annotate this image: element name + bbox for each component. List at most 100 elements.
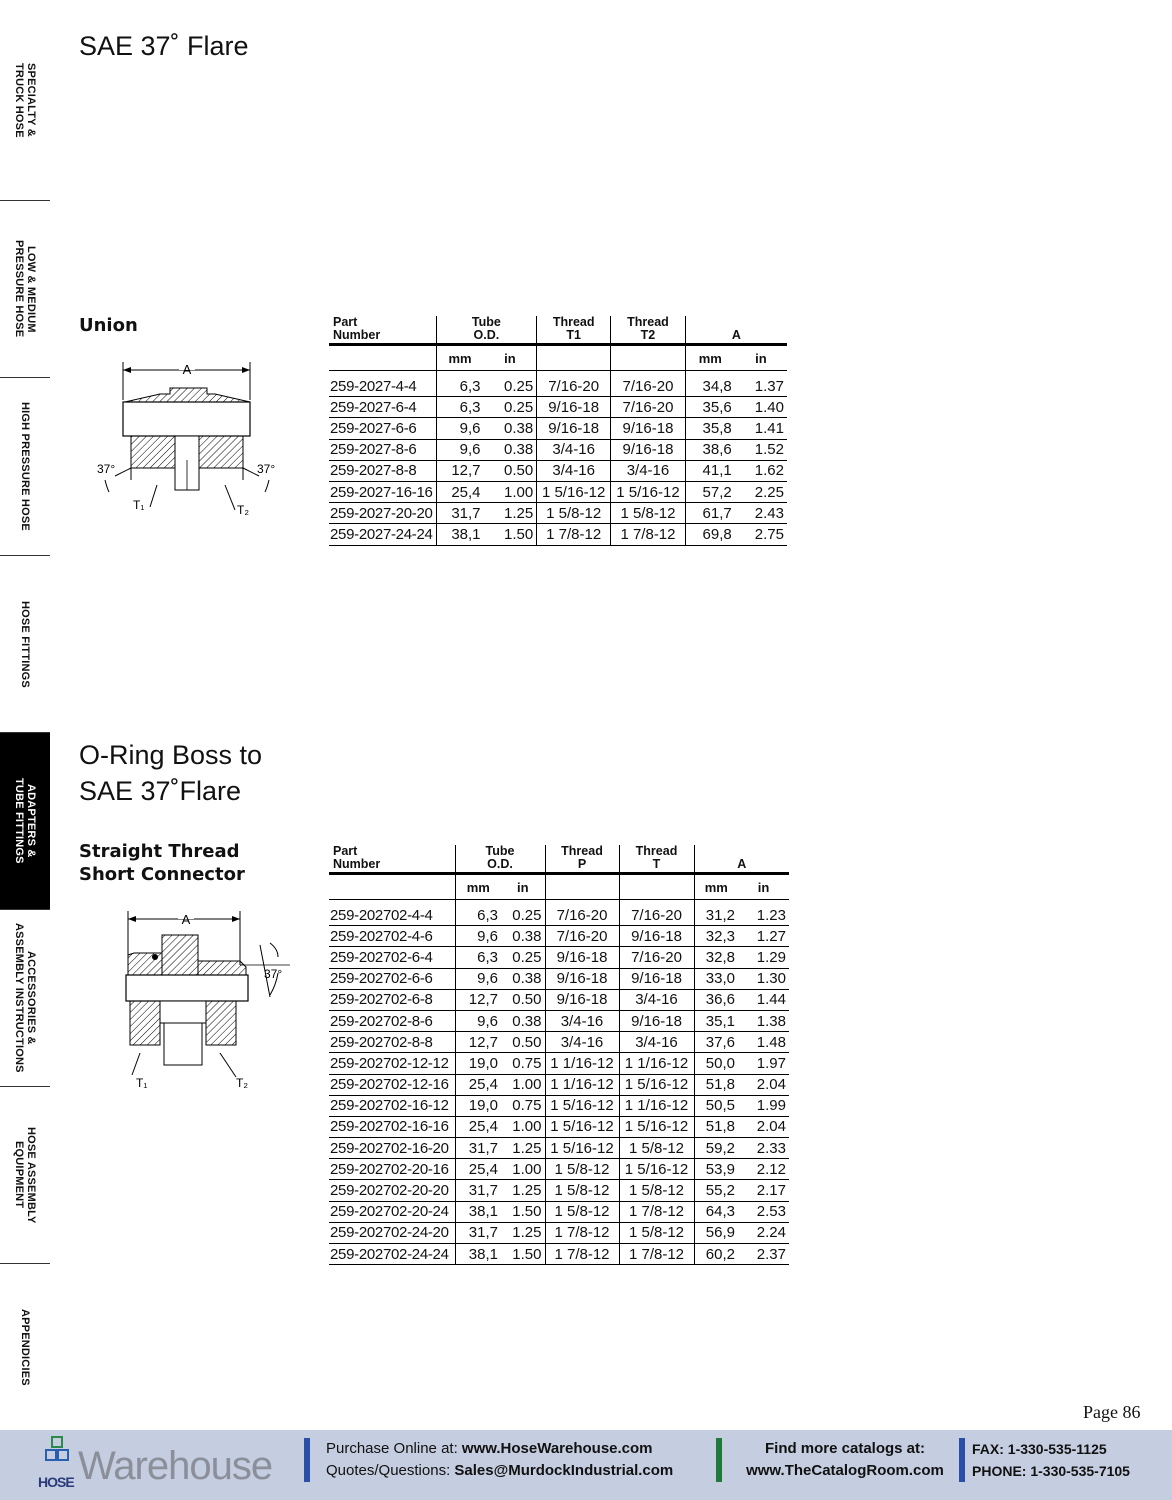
cell-a-in: 2.17 bbox=[738, 1179, 789, 1202]
cell-thread-1: 3/4-16 bbox=[536, 439, 611, 461]
cell-tube-mm: 9,6 bbox=[454, 925, 501, 948]
cell-thread-2: 1 7/8-12 bbox=[618, 1201, 694, 1223]
hose-warehouse-logo[interactable]: HOSE Warehouse bbox=[38, 1434, 288, 1494]
cell-thread-1: 1 5/16-12 bbox=[544, 1137, 619, 1160]
cell-thread-2: 1 5/8-12 bbox=[618, 1137, 694, 1160]
cell-part-number: 259-202702-16-12 bbox=[329, 1095, 455, 1117]
tab-specialty-truck-hose[interactable]: SPECIALTY & TRUCK HOSE bbox=[0, 0, 50, 201]
purchase-line: Purchase Online at: www.HoseWarehouse.co… bbox=[326, 1438, 653, 1460]
cell-part-number: 259-202702-12-16 bbox=[329, 1074, 455, 1096]
cell-tube-in: 0.38 bbox=[483, 417, 537, 440]
col-tube-od: Tube O.D. bbox=[454, 845, 545, 874]
cell-tube-in: 0.25 bbox=[501, 899, 545, 927]
cell-tube-in: 0.50 bbox=[501, 1031, 545, 1054]
cell-a-mm: 34,8 bbox=[684, 370, 735, 398]
cell-tube-in: 1.50 bbox=[501, 1201, 545, 1223]
col-mm: mm bbox=[454, 873, 501, 900]
cell-tube-in: 0.50 bbox=[501, 989, 545, 1011]
cell-a-in: 2.33 bbox=[738, 1137, 789, 1160]
cell-tube-in: 0.75 bbox=[501, 1052, 545, 1075]
cell-tube-in: 0.38 bbox=[501, 968, 545, 990]
cell-thread-1: 7/16-20 bbox=[536, 370, 611, 398]
tab-label: HOSE ASSEMBLY EQUIPMENT bbox=[13, 1126, 37, 1224]
cell-tube-mm: 25,4 bbox=[454, 1158, 501, 1181]
cell-tube-in: 0.38 bbox=[483, 439, 537, 461]
page-number: Page 86 bbox=[1083, 1402, 1141, 1422]
cell-tube-in: 0.38 bbox=[501, 925, 545, 948]
tab-hose-fittings[interactable]: HOSE FITTINGS bbox=[0, 556, 50, 733]
cell-tube-mm: 31,7 bbox=[454, 1179, 501, 1202]
cell-a-in: 2.24 bbox=[738, 1222, 789, 1245]
cell-tube-mm: 38,1 bbox=[435, 523, 484, 546]
section-title: O-Ring Boss to SAE 37˚Flare bbox=[79, 740, 263, 806]
cell-a-in: 1.97 bbox=[738, 1052, 789, 1075]
cell-thread-1: 9/16-18 bbox=[536, 417, 611, 440]
cell-tube-in: 1.00 bbox=[501, 1158, 545, 1181]
cell-a-in: 1.99 bbox=[738, 1095, 789, 1117]
cell-thread-2: 9/16-18 bbox=[618, 925, 694, 948]
cell-a-in: 1.29 bbox=[738, 946, 789, 969]
tab-accessories-assembly[interactable]: ACCESSORIES & ASSEMBLY INSTRUCTIONS bbox=[0, 910, 50, 1087]
cell-a-mm: 35,6 bbox=[684, 396, 735, 419]
col-part-number: Part Number bbox=[333, 315, 381, 342]
catalogs-label: Find more catalogs at: bbox=[764, 1440, 926, 1457]
tab-hose-assembly-equipment[interactable]: HOSE ASSEMBLY EQUIPMENT bbox=[0, 1087, 50, 1264]
phone-number: PHONE: 1-330-535-7105 bbox=[972, 1463, 1130, 1479]
tab-low-medium-pressure-hose[interactable]: LOW & MEDIUM PRESSURE HOSE bbox=[0, 201, 50, 378]
cell-thread-1: 3/4-16 bbox=[536, 460, 611, 482]
tab-high-pressure-hose[interactable]: HIGH PRESSURE HOSE bbox=[0, 378, 50, 556]
cell-thread-1: 9/16-18 bbox=[544, 968, 619, 990]
cell-a-mm: 64,3 bbox=[693, 1201, 738, 1223]
logo-squares-icon bbox=[45, 1436, 69, 1461]
quotes-email-link[interactable]: Sales@MurdockIndustrial.com bbox=[454, 1462, 674, 1479]
tab-appendicies[interactable]: APPENDICIES bbox=[0, 1264, 50, 1430]
cell-thread-1: 9/16-18 bbox=[544, 989, 619, 1011]
cell-part-number: 259-202702-20-20 bbox=[329, 1179, 455, 1202]
cell-a-in: 2.04 bbox=[738, 1116, 789, 1139]
cell-a-mm: 50,5 bbox=[693, 1095, 738, 1117]
cell-a-in: 2.04 bbox=[738, 1074, 789, 1096]
cell-thread-2: 1 7/8-12 bbox=[618, 1243, 694, 1266]
cell-thread-2: 7/16-20 bbox=[618, 899, 694, 927]
cell-part-number: 259-202702-24-24 bbox=[329, 1243, 455, 1266]
cell-tube-mm: 12,7 bbox=[435, 460, 484, 482]
angle-right-label: 37° bbox=[257, 462, 275, 476]
cell-thread-1: 9/16-18 bbox=[544, 946, 619, 969]
catalogs-link[interactable]: www.TheCatalogRoom.com bbox=[746, 1462, 944, 1479]
cell-tube-in: 1.50 bbox=[483, 523, 537, 546]
cell-part-number: 259-202702-8-8 bbox=[329, 1031, 455, 1054]
cell-tube-mm: 9,6 bbox=[435, 439, 484, 461]
cell-thread-1: 7/16-20 bbox=[544, 925, 619, 948]
cell-part-number: 259-202702-20-16 bbox=[329, 1158, 455, 1181]
tab-label: LOW & MEDIUM PRESSURE HOSE bbox=[13, 240, 37, 338]
cell-thread-1: 9/16-18 bbox=[536, 396, 611, 419]
col-thread-t: Thread T bbox=[618, 845, 694, 874]
cell-tube-mm: 12,7 bbox=[454, 989, 501, 1011]
cell-part-number: 259-202702-12-12 bbox=[329, 1052, 455, 1075]
cell-tube-mm: 6,3 bbox=[435, 396, 484, 419]
col-a: A bbox=[693, 845, 789, 874]
cell-tube-in: 1.00 bbox=[501, 1074, 545, 1096]
cell-tube-mm: 25,4 bbox=[454, 1116, 501, 1139]
tab-adapters-tube-fittings[interactable]: ADAPTERS & TUBE FITTINGS bbox=[0, 733, 50, 910]
cell-a-in: 1.48 bbox=[738, 1031, 789, 1054]
cell-thread-2: 7/16-20 bbox=[610, 396, 686, 419]
cell-a-in: 1.52 bbox=[734, 439, 787, 461]
cell-part-number: 259-202702-4-6 bbox=[329, 925, 455, 948]
tab-label: SPECIALTY & TRUCK HOSE bbox=[13, 62, 37, 138]
angle-label: 37° bbox=[264, 967, 282, 981]
cell-tube-in: 1.00 bbox=[501, 1116, 545, 1139]
cell-tube-mm: 25,4 bbox=[454, 1074, 501, 1096]
cell-part-number: 259-202702-20-24 bbox=[329, 1201, 455, 1223]
cell-thread-2: 1 7/8-12 bbox=[610, 523, 686, 546]
purchase-link[interactable]: www.HoseWarehouse.com bbox=[461, 1440, 653, 1457]
